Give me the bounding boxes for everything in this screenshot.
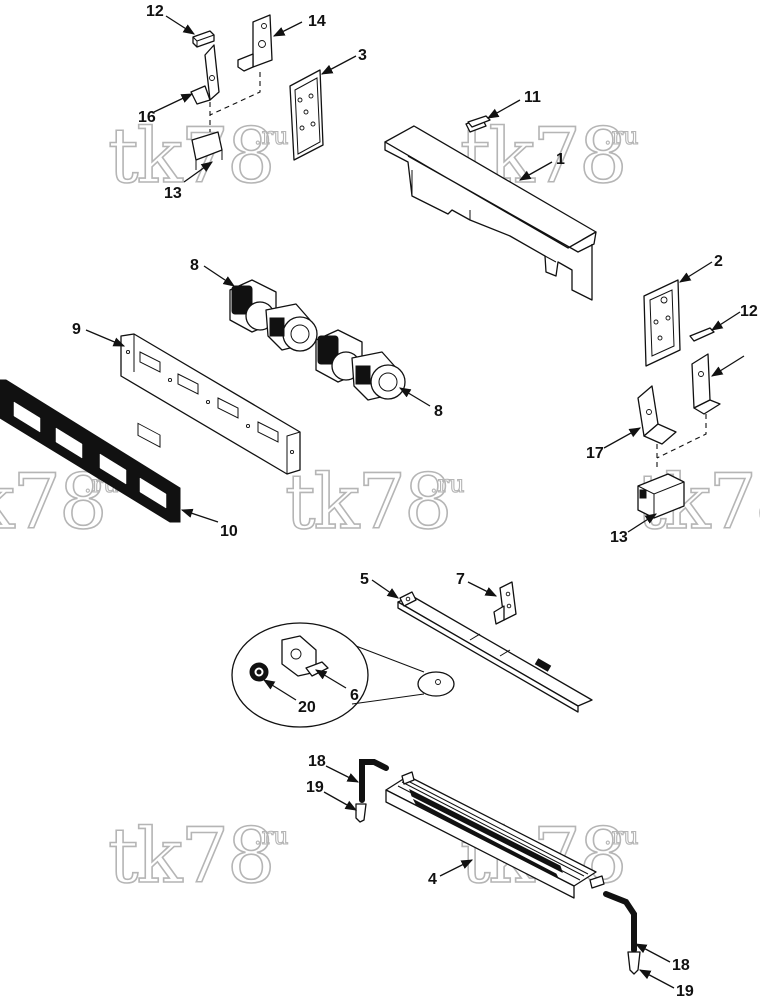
callout-20: 20: [298, 699, 316, 716]
tube-part-18-top: [359, 759, 389, 803]
watermark-suffix: .ru: [254, 122, 289, 150]
watermark-main: tk78: [108, 111, 273, 200]
clip-part-12-right: [689, 327, 715, 342]
clip-part-12-top: [192, 30, 215, 48]
callout-6: 6: [350, 687, 359, 704]
callout-1: 1: [556, 151, 565, 168]
callout-13: 13: [610, 529, 628, 546]
rail-part-5: [397, 591, 593, 713]
callout-14: 14: [308, 13, 326, 30]
callout-4: 4: [428, 871, 437, 888]
callout-18: 18: [672, 957, 690, 974]
watermark-suffix: .ru: [254, 822, 289, 850]
dashed-guide: [209, 72, 261, 132]
clamp-part-19-top: [355, 803, 367, 823]
callout-13: 13: [164, 185, 182, 202]
bracket-part-13-top: [191, 131, 223, 170]
callout-3: 3: [358, 47, 367, 64]
bracket-part-13-right: [637, 473, 685, 519]
bracket-part-16: [190, 44, 220, 105]
blower-part-8-right: [315, 329, 406, 401]
callout-19: 19: [676, 983, 694, 1000]
blower-part-8-left: [229, 279, 318, 352]
callout-8: 8: [434, 403, 443, 420]
callout-2: 2: [714, 253, 723, 270]
callout-10: 10: [220, 523, 238, 540]
tube-part-18-bottom: [603, 891, 637, 953]
plate-part-3: [289, 69, 324, 161]
clamp-part-19-bottom: [627, 951, 641, 975]
dashed-guide: [656, 414, 707, 470]
watermark: tk78 .ru: [107, 110, 289, 201]
bracket-part-12-side: [691, 353, 721, 415]
callout-12: 12: [146, 3, 164, 20]
callout-8: 8: [190, 257, 199, 274]
callout-17: 17: [586, 445, 604, 462]
bracket-part-14: [237, 14, 273, 72]
watermark-main: tk78: [285, 457, 450, 546]
housing-part-1: [384, 117, 597, 301]
watermark-main: tk78: [108, 811, 273, 900]
watermark-suffix: .ru: [430, 470, 465, 498]
mounting-plate-part-9: [120, 333, 301, 475]
callout-7: 7: [456, 571, 465, 588]
grommet-part-20: [249, 662, 269, 682]
watermark-suffix: .ru: [604, 122, 639, 150]
gasket-part-10: [0, 379, 181, 523]
callout-labels: 12 14 3 16 13 11 1 8 9 8 2 12 10 17 13 5…: [72, 3, 758, 1000]
bracket-part-7: [493, 581, 517, 625]
watermark: tk78 .ru: [284, 456, 465, 547]
callout-18: 18: [308, 753, 326, 770]
plate-part-2: [643, 279, 681, 367]
callout-12: 12: [740, 303, 758, 320]
clip-part-11: [467, 115, 491, 128]
callout-16: 16: [138, 109, 156, 126]
bracket-part-6: [281, 635, 329, 677]
callout-5: 5: [360, 571, 369, 588]
callout-11: 11: [524, 89, 541, 106]
watermark-suffix: .ru: [604, 822, 639, 850]
leader-lines: [85, 15, 745, 989]
watermark: tk78 .ru: [107, 810, 289, 901]
callout-19: 19: [306, 779, 324, 796]
callout-9: 9: [72, 321, 81, 338]
bracket-part-17: [637, 385, 677, 445]
heater-core-part-4: [385, 771, 605, 899]
